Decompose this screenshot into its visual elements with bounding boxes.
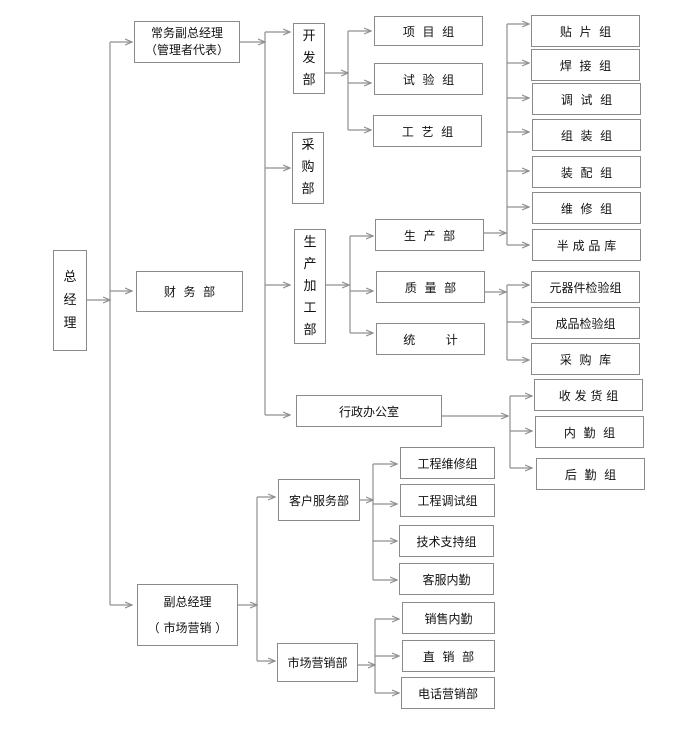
- node-semi-finished-store: 半 成 品 库: [532, 229, 641, 261]
- node-project-group: 项 目 组: [374, 16, 483, 46]
- node-vp-marketing: 副总经理 （ 市场营销 ）: [137, 584, 238, 646]
- node-purchase-store: 采 购 库: [531, 343, 640, 375]
- node-telemarketing: 电话营销部: [401, 677, 495, 709]
- node-component-inspection: 元器件检验组: [531, 271, 640, 303]
- node-purchasing: 采购部: [292, 132, 324, 204]
- node-vp-marketing-title: 副总经理: [163, 595, 212, 609]
- node-exec-vp-subtitle: （管理者代表）: [144, 43, 229, 57]
- node-eng-debug-group: 工程调试组: [400, 484, 495, 517]
- node-process-group: 工 艺 组: [373, 115, 482, 147]
- node-manufacturing: 生产加工部: [294, 229, 326, 344]
- node-logistics-group: 后 勤 组: [536, 458, 645, 490]
- node-fitting-group: 装 配 组: [532, 156, 641, 188]
- node-test-group: 试 验 组: [374, 63, 483, 95]
- node-direct-sales: 直 销 部: [402, 640, 495, 672]
- node-cs-office: 客服内勤: [399, 563, 494, 595]
- node-rnd: 开发部: [293, 23, 325, 94]
- node-customer-service: 客户服务部: [278, 479, 360, 521]
- node-marketing-dept: 市场营销部: [277, 643, 358, 682]
- node-exec-vp-title: 常务副总经理: [150, 26, 223, 40]
- node-finance: 财 务 部: [136, 271, 243, 312]
- node-vp-marketing-subtitle: （ 市场营销 ）: [147, 621, 228, 635]
- node-debug-group: 调 试 组: [532, 83, 641, 115]
- node-admin-office: 行政办公室: [296, 395, 442, 427]
- node-smt-group: 贴 片 组: [531, 15, 640, 47]
- node-repair-group: 维 修 组: [532, 192, 641, 224]
- node-tech-support-group: 技术支持组: [399, 525, 494, 557]
- node-gm: 总经理: [53, 250, 87, 351]
- node-sales-office: 销售内勤: [402, 602, 495, 634]
- node-exec-vp: 常务副总经理 （管理者代表）: [134, 21, 240, 63]
- node-statistics: 统 计: [376, 323, 485, 355]
- node-assembly-group: 组 装 组: [532, 119, 641, 151]
- node-quality-dept: 质 量 部: [376, 271, 485, 303]
- node-eng-repair-group: 工程维修组: [400, 447, 495, 479]
- node-office-affairs-group: 内 勤 组: [535, 416, 644, 448]
- node-shipping-group: 收 发 货 组: [534, 379, 643, 411]
- node-production-dept: 生 产 部: [375, 219, 484, 251]
- node-welding-group: 焊 接 组: [531, 49, 640, 81]
- node-product-inspection: 成品检验组: [531, 307, 640, 339]
